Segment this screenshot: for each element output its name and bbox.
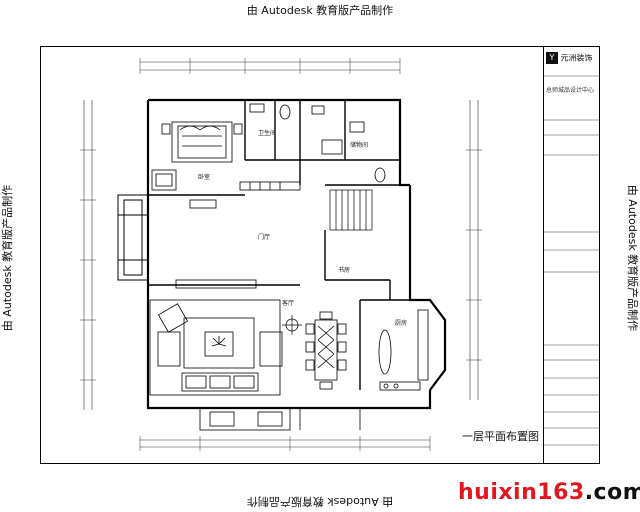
- site-domain-suffix: .com: [584, 480, 640, 505]
- bed: [161, 121, 243, 163]
- room-label-living: 客厅: [282, 300, 295, 307]
- kitchen-counters: [378, 309, 429, 391]
- company-name: Y 元洲装饰: [546, 52, 598, 64]
- site-domain-prefix: huixin163: [458, 480, 585, 505]
- dining-table: [305, 311, 347, 390]
- room-label-study: 书房: [338, 267, 351, 274]
- drawing-title: 一层平面布置图: [462, 430, 539, 443]
- watermark-top: 由 Autodesk 教育版产品制作: [246, 4, 394, 17]
- company-logo-icon: Y: [546, 52, 558, 64]
- title-block-lines: [543, 75, 600, 446]
- room-label-bathroom: 卫生间: [258, 130, 277, 137]
- bedroom-chair: [151, 169, 177, 191]
- entrance-porch: [199, 407, 361, 431]
- title-block: Y 元洲装饰 总师城品设计中心: [543, 46, 600, 464]
- dimension-lines: [80, 58, 482, 451]
- wardrobe: [189, 181, 301, 209]
- bay-window: [117, 194, 149, 281]
- bathroom-fixtures: [249, 103, 386, 183]
- living-room-furniture: [149, 279, 283, 396]
- plant-icon: [211, 336, 227, 347]
- department-name: 总师城品设计中心: [546, 87, 595, 94]
- site-watermark: huixin163.com: [458, 480, 640, 505]
- room-label-bedroom: 卧室: [198, 174, 211, 181]
- room-label-kitchen: 厨房: [395, 320, 408, 327]
- drawing-sheet-border: [40, 46, 600, 464]
- staircase: [329, 189, 373, 231]
- room-label-storage: 储物间: [350, 142, 369, 149]
- interior-walls: [148, 100, 410, 390]
- room-label-hall: 门厅: [258, 234, 271, 241]
- compass-icon: [282, 315, 302, 335]
